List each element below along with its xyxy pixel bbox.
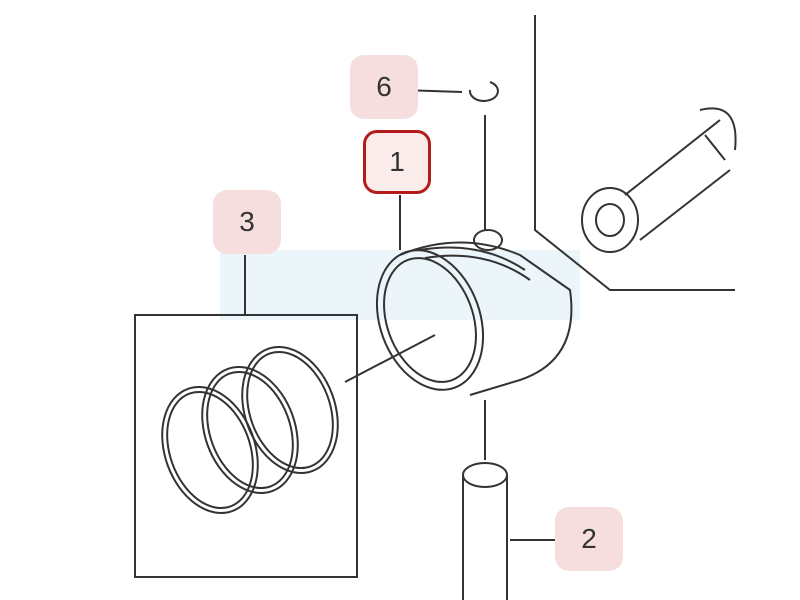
callout-label: 2 <box>581 523 597 554</box>
callout-3-rings[interactable]: 3 <box>213 190 281 254</box>
piston-rings <box>161 346 339 514</box>
connecting-rod-frame <box>534 15 735 291</box>
callout-2-pin[interactable]: 2 <box>555 507 623 571</box>
callout-label: 1 <box>389 146 405 177</box>
ring-set-frame <box>134 314 358 578</box>
circlip <box>468 81 499 102</box>
piston-pin <box>462 462 508 600</box>
callout-1-piston[interactable]: 1 <box>363 130 431 194</box>
callout-label: 6 <box>376 71 392 102</box>
watermark <box>220 250 580 320</box>
piston <box>375 229 573 396</box>
callout-6-circlip[interactable]: 6 <box>350 55 418 119</box>
connecting-rod <box>581 107 737 253</box>
leader-line-ring <box>344 334 436 383</box>
callout-label: 3 <box>239 206 255 237</box>
